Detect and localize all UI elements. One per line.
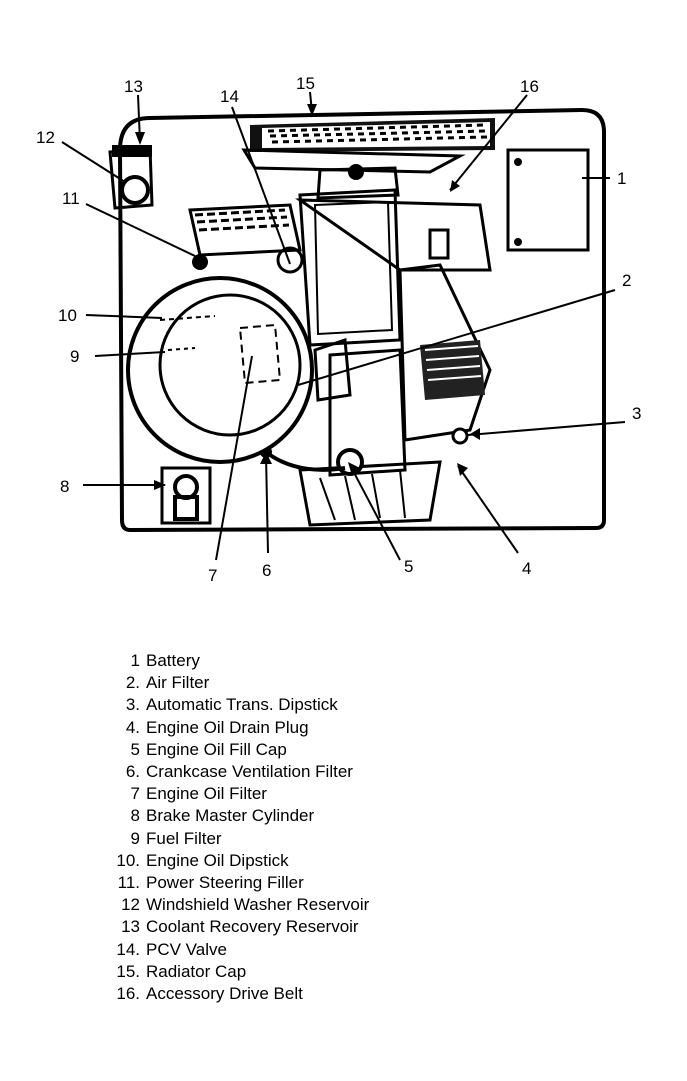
legend-label: Windshield Washer Reservoir — [146, 895, 370, 915]
legend-label: Radiator Cap — [146, 961, 247, 981]
battery — [506, 148, 590, 252]
legend-label: PCV Valve — [146, 939, 227, 959]
legend-item: 8 Brake Master Cylinder — [96, 805, 656, 827]
callout-2: 2 — [622, 271, 631, 290]
callout-labels: 1 2 3 4 5 6 7 8 9 10 11 12 13 14 15 16 — [36, 74, 641, 585]
washer-reservoir — [108, 145, 154, 210]
legend-label: Engine Oil Dipstick — [146, 850, 289, 870]
legend-item: 13 Coolant Recovery Reservoir — [96, 916, 656, 938]
callout-5: 5 — [404, 557, 413, 576]
callout-16: 16 — [520, 77, 539, 96]
legend-label: Crankcase Ventilation Filter — [146, 762, 353, 782]
legend-number: 6. — [125, 762, 140, 782]
legend-label: Engine Oil Drain Plug — [146, 717, 309, 737]
legend-number: 1 — [130, 651, 140, 670]
callout-13: 13 — [124, 77, 143, 96]
legend-label: Accessory Drive Belt — [146, 984, 303, 1004]
legend-item: 4. Engine Oil Drain Plug — [96, 717, 656, 739]
legend-item: 1 Battery — [96, 650, 656, 672]
legend-item: 2. Air Filter — [96, 672, 656, 694]
legend-number: 15. — [116, 961, 140, 981]
callout-14: 14 — [220, 87, 239, 106]
legend-item: 11. Power Steering Filler — [96, 872, 656, 894]
legend-number: 5 — [130, 739, 140, 759]
callout-1: 1 — [617, 169, 626, 188]
legend-item: 10. Engine Oil Dipstick — [96, 850, 656, 872]
legend-label: Battery — [146, 651, 200, 670]
callout-3: 3 — [632, 404, 641, 423]
legend-number: 8 — [130, 806, 140, 826]
legend-number: 10. — [116, 850, 140, 870]
legend-number: 4. — [125, 717, 140, 737]
callout-4: 4 — [522, 559, 531, 578]
legend-number: 11. — [117, 873, 140, 893]
callout-9: 9 — [70, 347, 79, 366]
legend-item: 7 Engine Oil Filter — [96, 783, 656, 805]
callout-8: 8 — [60, 477, 69, 496]
legend-item: 6. Crankcase Ventilation Filter — [96, 761, 656, 783]
legend-label: Coolant Recovery Reservoir — [146, 917, 359, 937]
legend-item: 3. Automatic Trans. Dipstick — [96, 694, 656, 716]
callout-11: 11 — [62, 189, 80, 208]
legend-number: 12 — [121, 895, 140, 915]
legend-label: Brake Master Cylinder — [146, 806, 315, 826]
legend-number: 3. — [125, 695, 140, 715]
callout-10: 10 — [58, 306, 77, 325]
legend-item: 15. Radiator Cap — [96, 961, 656, 983]
engine-compartment-diagram: 1 2 3 4 5 6 7 8 9 10 11 12 13 14 15 16 — [36, 74, 641, 585]
engine-bay-outline — [117, 107, 606, 533]
leader-arrowheads — [135, 104, 480, 490]
legend-number: 2. — [125, 673, 140, 693]
callout-6: 6 — [262, 561, 271, 580]
legend-item: 12 Windshield Washer Reservoir — [96, 894, 656, 916]
legend-item: 16. Accessory Drive Belt — [96, 983, 656, 1005]
accessory-drive — [188, 203, 304, 274]
legend-label: Automatic Trans. Dipstick — [146, 695, 338, 715]
legend-label: Power Steering Filler — [146, 873, 304, 893]
legend-label: Fuel Filter — [146, 828, 222, 848]
parts-legend: 1 Battery 2. Air Filter 3. Automatic Trans. D… — [96, 650, 656, 1005]
legend-label: Engine Oil Filter — [146, 784, 267, 804]
legend-label: Air Filter — [146, 673, 210, 693]
legend-number: 16. — [116, 984, 140, 1004]
legend-number: 13 — [121, 917, 140, 937]
brake-master-cylinder — [160, 466, 212, 525]
air-filter-housing — [126, 276, 352, 464]
legend-item: 9 Fuel Filter — [96, 828, 656, 850]
legend-number: 9 — [130, 828, 140, 848]
callout-15: 15 — [296, 74, 315, 93]
legend-number: 7 — [130, 784, 140, 804]
radiator-hose — [241, 118, 495, 174]
callout-12: 12 — [36, 128, 55, 147]
legend-item: 5 Engine Oil Fill Cap — [96, 739, 656, 761]
engine-block — [260, 164, 492, 527]
legend-number: 14. — [116, 939, 140, 959]
leader-lines — [61, 91, 626, 561]
legend-item: 14. PCV Valve — [96, 939, 656, 961]
legend-label: Engine Oil Fill Cap — [146, 739, 287, 759]
callout-7: 7 — [208, 566, 217, 585]
